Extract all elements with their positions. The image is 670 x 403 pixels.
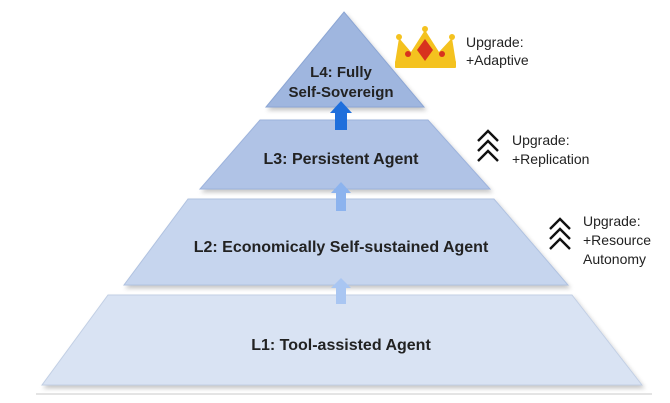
up-arrow-l1-to-l2 [331,278,351,304]
upgrade-l2-detail-1: +Resource [583,232,651,248]
double-chevron-up-icon [477,129,499,162]
tier-label-l4-line1: L4: Fully [310,64,372,81]
upgrade-l3-detail: +Replication [512,151,589,167]
tier-label-l3: L3: Persistent Agent [264,151,420,168]
crown-icon [395,26,456,68]
upgrade-l2-title: Upgrade: [583,213,641,229]
upgrade-l4-title: Upgrade: [466,34,524,50]
tier-label-l1: L1: Tool-assisted Agent [251,337,431,354]
upgrade-l3-title: Upgrade: [512,132,570,148]
up-arrow-l2-to-l3 [331,182,351,211]
tier-l3 [198,119,492,190]
upgrade-l4-detail: +Adaptive [466,52,529,68]
tier-l1 [41,294,644,386]
tier-label-l4-line2: Self-Sovereign [288,84,393,101]
tier-l2 [123,198,570,286]
double-chevron-up-icon [549,217,571,250]
upgrade-l2-detail-2: Autonomy [583,251,646,267]
tier-label-l2: L2: Economically Self-sustained Agent [194,239,489,256]
up-arrow-l3-to-l4 [330,101,352,130]
